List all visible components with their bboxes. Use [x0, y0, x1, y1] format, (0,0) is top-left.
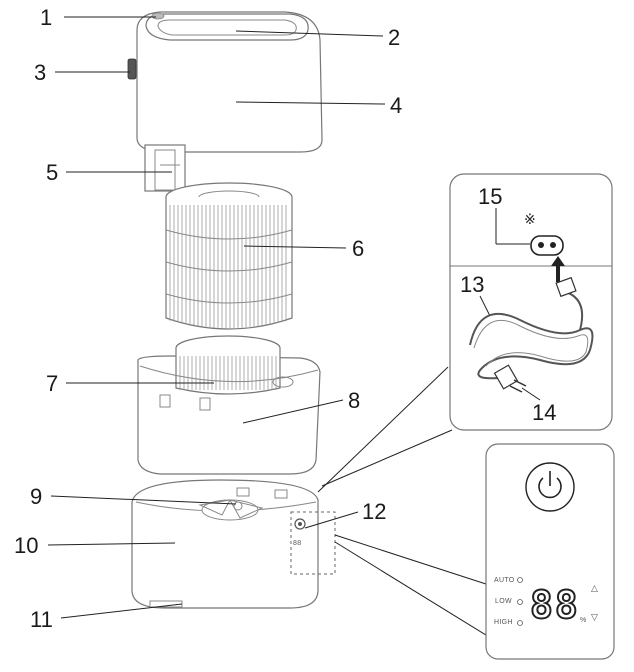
leader-lines [47, 16, 495, 641]
percent-unit: % [580, 617, 586, 624]
callout-12: 12 [362, 499, 386, 524]
zoom-box [290, 511, 336, 575]
power-cord-inset: 15 ※ 13 14 [449, 173, 613, 431]
mode-low-indicator [517, 599, 523, 605]
callout-3: 3 [34, 60, 46, 85]
mode-high-indicator [517, 620, 523, 626]
callout-9: 9 [30, 484, 42, 509]
callout-5: 5 [46, 160, 58, 185]
base: 88 [131, 479, 336, 609]
callout-13: 13 [460, 272, 484, 297]
down-arrow-icon[interactable]: ▽ [591, 613, 598, 623]
callout-6: 6 [352, 236, 364, 261]
mode-low-label: LOW [495, 598, 512, 605]
control-panel-inset: AUTO LOW HIGH 88 % △ ▽ [485, 443, 615, 660]
power-icon [538, 471, 562, 499]
insert-arrow-icon [551, 256, 565, 282]
note-mark: ※ [524, 212, 536, 228]
top-cover [127, 11, 323, 192]
up-arrow-icon[interactable]: △ [591, 584, 598, 594]
mode-auto-indicator [517, 577, 523, 583]
callout-4: 4 [390, 93, 402, 118]
callout-1: 1 [40, 5, 52, 30]
mode-high-label: HIGH [494, 619, 513, 626]
callout-2: 2 [388, 25, 400, 50]
base-display-mini: 88 [293, 540, 301, 547]
water-outlet [144, 144, 186, 192]
side-button [127, 58, 137, 80]
callout-10: 10 [14, 533, 38, 558]
callout-11: 11 [30, 607, 53, 632]
filter [165, 182, 293, 330]
power-socket [530, 235, 564, 256]
callout-numbers: 1 2 3 4 5 6 7 8 9 10 11 12 [14, 5, 402, 632]
humidity-display: 88 [530, 583, 580, 627]
mode-auto-label: AUTO [494, 577, 515, 584]
plug [493, 364, 519, 390]
callout-15: 15 [478, 184, 502, 209]
power-button[interactable] [525, 462, 575, 512]
middle-body [137, 335, 321, 475]
callout-14: 14 [532, 400, 556, 425]
callout-7: 7 [46, 371, 58, 396]
callout-8: 8 [348, 388, 360, 413]
